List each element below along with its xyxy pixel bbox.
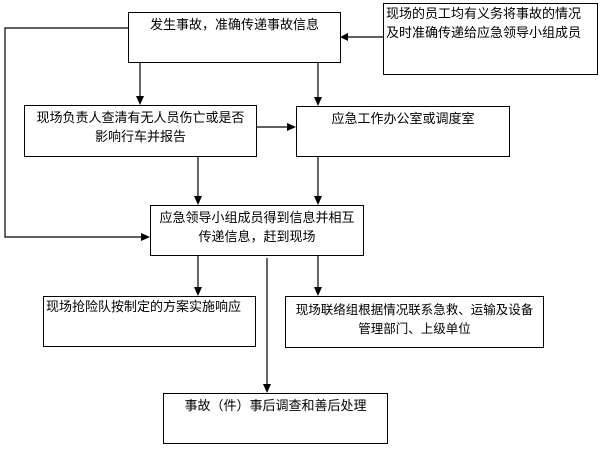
node-leadership-line1: 应急领导小组成员得到信息并相互 <box>159 211 355 226</box>
arrowhead <box>314 97 322 106</box>
node-aftermath-text: 事故（件）事后调查和善后处理 <box>184 399 367 414</box>
node-staff-duty-line2: 及时准确传递给应急领导小组成员 <box>386 26 582 41</box>
node-leadership: 应急领导小组成员得到信息并相互 传递信息，赶到现场 <box>150 205 364 256</box>
node-office: 应急工作办公室或调度室 <box>296 106 510 157</box>
node-site-check-line1: 现场负责人查清有无人员伤亡或是否 <box>36 111 245 126</box>
node-staff-duty-line1: 现场的员工均有义务将事故的情况 <box>386 7 582 22</box>
node-staff-duty: 现场的员工均有义务将事故的情况 及时准确传递给应急领导小组成员 <box>383 3 598 75</box>
node-liaison: 现场联络组根据情况联系急救、运输及设备 管理部门、上级单位 <box>285 296 544 348</box>
node-rescue-team-text: 现场抢险队按制定的方案实施响应 <box>46 300 242 315</box>
edge-incident-to-leadership <box>4 27 142 238</box>
arrowhead <box>263 384 271 393</box>
node-incident-text: 发生事故，准确传递事故信息 <box>149 18 319 33</box>
node-liaison-line2: 管理部门、上级单位 <box>358 321 471 336</box>
arrowhead <box>194 196 202 205</box>
node-office-text: 应急工作办公室或调度室 <box>331 112 475 127</box>
arrowhead <box>136 96 144 105</box>
node-liaison-line1: 现场联络组根据情况联系急救、运输及设备 <box>295 302 534 317</box>
node-rescue-team: 现场抢险队按制定的方案实施响应 <box>43 296 256 347</box>
node-site-check-line2: 影响行车并报告 <box>94 130 186 145</box>
arrowhead <box>340 33 348 41</box>
node-incident: 发生事故，准确传递事故信息 <box>128 12 341 63</box>
arrowhead <box>314 196 322 205</box>
arrowhead <box>194 287 202 296</box>
arrowhead <box>314 287 322 296</box>
node-aftermath: 事故（件）事后调查和善后处理 <box>163 393 388 444</box>
node-site-check: 现场负责人查清有无人员伤亡或是否 影响行车并报告 <box>24 105 257 157</box>
node-leadership-line2: 传递信息，赶到现场 <box>198 230 316 245</box>
arrowhead <box>141 233 150 241</box>
arrowhead <box>287 123 296 131</box>
